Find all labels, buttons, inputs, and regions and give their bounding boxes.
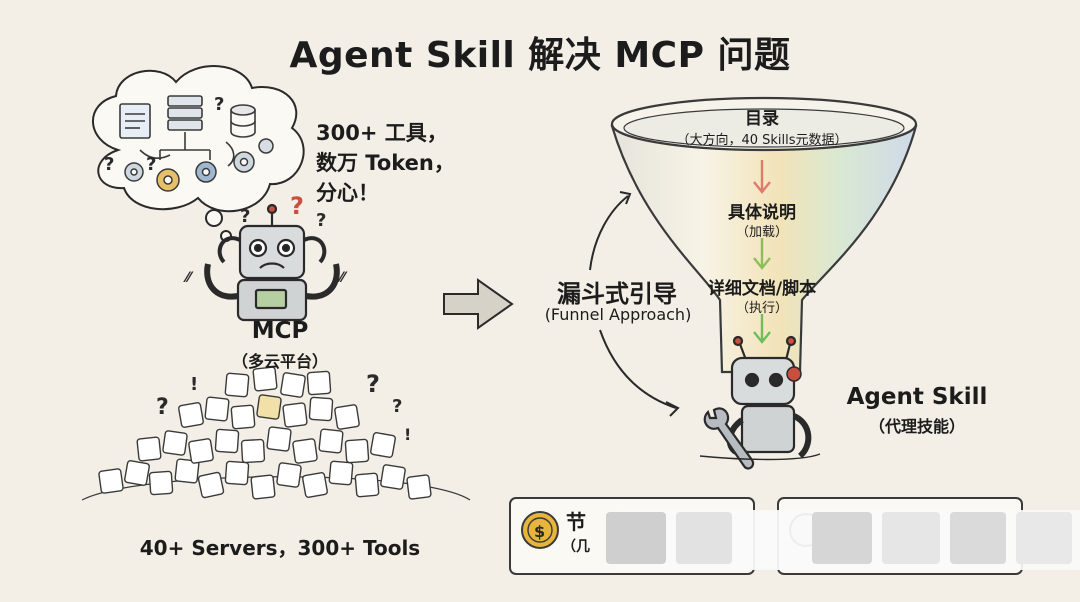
step-arrow-1 [753,160,771,194]
svg-text:?: ? [214,94,224,115]
cloud-icons [119,95,256,167]
cloud-gears [124,138,274,192]
card-1-sub: （几 [562,539,590,555]
step-3-sub: （执行） [735,301,788,316]
server-icon [167,95,203,107]
step-arrow-2 [753,238,771,270]
svg-text:!: ! [190,374,198,395]
thought-cloud [92,65,305,242]
funnel-step-arrows [753,160,771,344]
agent-skill-sublabel: （代理技能） [868,417,965,436]
robot-head [730,356,796,406]
tools-pile [81,366,471,501]
cloud-question-marks: ? ? ? [104,94,224,175]
mosaic-block [1016,512,1072,564]
callout-line-1: 300+ 工具， [316,121,448,145]
mosaic-block [882,512,940,564]
svg-text:?: ? [316,210,326,231]
svg-text:?: ? [240,206,250,227]
pile-question-marks: ? ! ? ? ! [156,370,411,444]
mcp-label: MCP [251,318,309,344]
mosaic-block [950,512,1006,564]
coin-icon [521,511,559,549]
database-icon [230,104,256,116]
svg-text:?: ? [392,396,402,417]
svg-text:⁄⁄: ⁄⁄ [183,270,194,286]
mcp-footer-caption: 40+ Servers，300+ Tools [139,536,421,560]
step-2-title: 具体说明 [728,203,796,223]
svg-text:$: $ [534,522,545,541]
step-1-sub: （大方向，40 Skills元数据） [676,133,848,148]
mosaic-block [606,512,666,564]
robot-question-marks: ? ? ? ⁄⁄ ⁄⁄ [183,192,348,286]
page-title: Agent Skill 解决 MCP 问题 [289,35,791,76]
svg-text:!: ! [404,425,411,444]
svg-text:?: ? [290,192,304,220]
mosaic-block [676,512,732,564]
step-3-title: 详细文档/脚本 [707,279,817,299]
step-1-title: 目录 [745,109,779,129]
svg-text:?: ? [146,154,156,175]
step-arrow-3 [753,314,771,344]
agent-skill-robot [699,335,821,470]
callout-line-2: 数万 Token， [316,151,455,175]
transition-arrow [443,278,514,330]
method-heading-en: (Funnel Approach) [544,305,692,324]
agent-skill-label: Agent Skill [846,384,988,410]
guide-arrows [589,191,680,417]
card-1-title: 节 [566,510,586,534]
svg-text:?: ? [366,370,380,398]
gear-icon [258,138,274,154]
funnel [610,96,918,374]
robot-body [740,404,796,454]
svg-text:⁄⁄: ⁄⁄ [337,270,348,286]
problem-callout: 300+ 工具， 数万 Token， 分心！ [316,118,455,208]
robot-head [238,224,306,280]
mcp-sublabel: （多云平台） [231,352,328,371]
mosaic-block [812,512,872,564]
step-2-sub: （加载） [735,225,788,240]
callout-line-3: 分心！ [316,181,379,205]
svg-text:?: ? [104,154,114,175]
svg-text:?: ? [156,395,169,420]
mcp-robot [204,203,340,322]
wrench-icon [703,407,755,470]
method-heading: 漏斗式引导 [557,280,677,308]
